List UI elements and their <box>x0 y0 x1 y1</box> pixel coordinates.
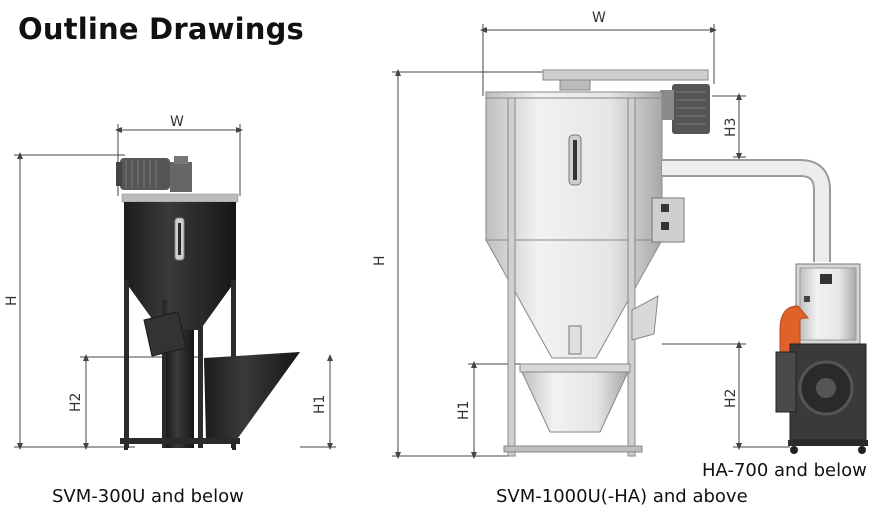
left-w-label: W <box>170 114 184 130</box>
right-h1-label: H1 <box>456 401 472 420</box>
left-h2-label: H2 <box>68 393 84 412</box>
caption-ha-700: HA-700 and below <box>702 460 867 481</box>
caption-svm-1000u: SVM-1000U(-HA) and above <box>496 486 748 507</box>
left-motor-icon <box>120 158 170 190</box>
svm-300u-drawing: W H H2 H1 <box>4 114 336 450</box>
svm-1000u-drawing: W H H1 H3 H2 <box>372 10 831 459</box>
caption-svm-300u: SVM-300U and below <box>52 486 244 507</box>
page-title: Outline Drawings <box>18 12 304 46</box>
left-h1-label: H1 <box>312 395 328 414</box>
right-h3-label: H3 <box>723 118 739 137</box>
right-h2-label: H2 <box>723 389 739 408</box>
right-w-label: W <box>592 10 606 26</box>
left-h-label: H <box>4 295 20 306</box>
right-motor-icon <box>672 84 710 134</box>
right-h-label: H <box>372 255 388 266</box>
ha-700-dryer-drawing <box>775 263 868 454</box>
